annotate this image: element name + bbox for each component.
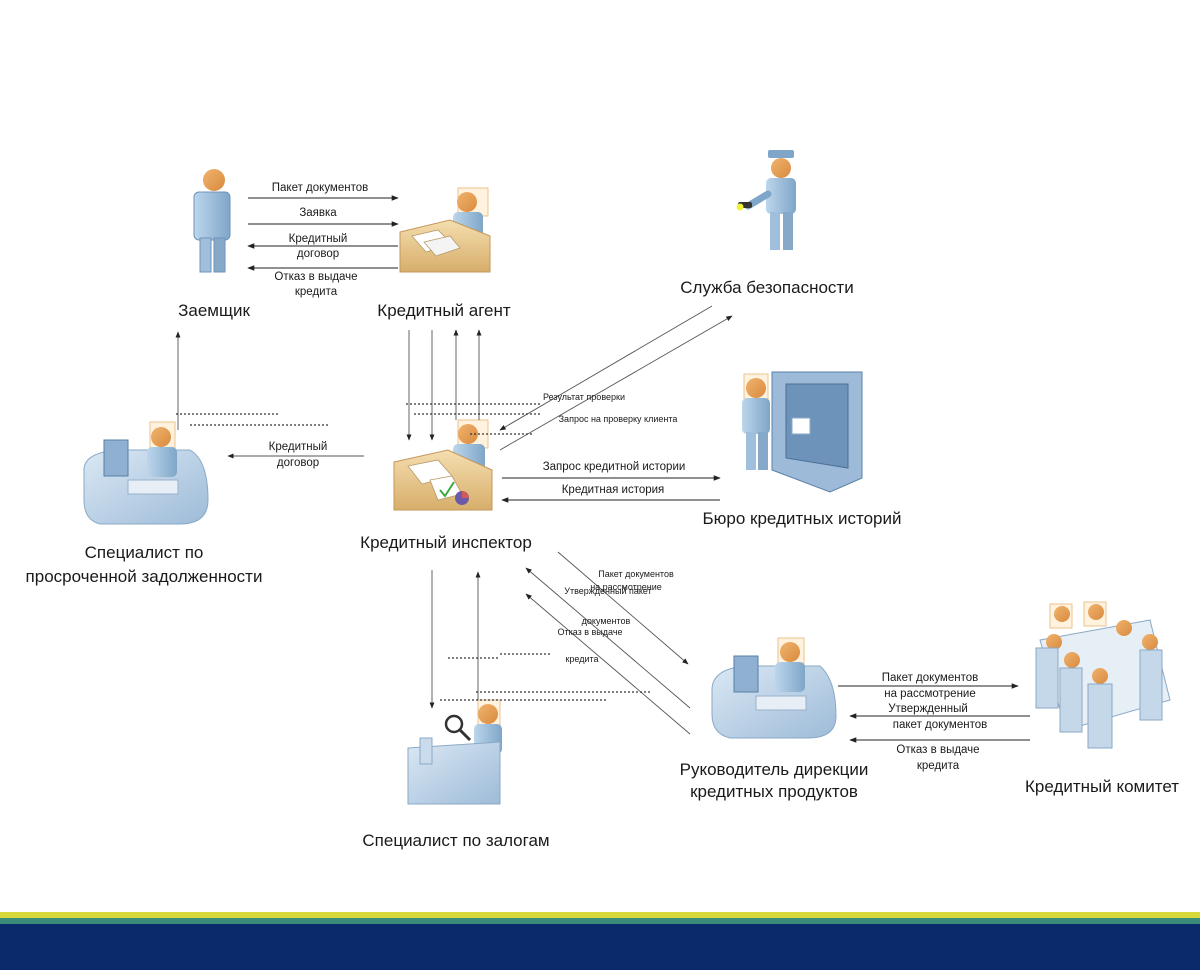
credit-bureau-label: Бюро кредитных историй bbox=[702, 509, 901, 528]
borrower-icon bbox=[193, 169, 231, 273]
msg-refusal-small-2: Отказ в выдаче bbox=[557, 627, 622, 637]
overdue-specialist-label-1: Специалист по bbox=[85, 543, 204, 562]
credit-committee-label: Кредитный комитет bbox=[1025, 777, 1179, 796]
msg-refusal-2: кредита bbox=[295, 286, 338, 298]
msg-approved-package-small: Утвержденный пакет bbox=[564, 586, 652, 596]
msg-refusal-small-1: документов bbox=[582, 616, 631, 626]
arrow-inspector-to-director bbox=[557, 551, 689, 665]
footer-stripe-yellow bbox=[0, 912, 1200, 918]
msg-refusal-1: Отказ в выдаче bbox=[274, 271, 357, 283]
credit-agent-label: Кредитный агент bbox=[377, 301, 511, 320]
director-label-2: кредитных продуктов bbox=[690, 782, 858, 801]
arrow-director-refusal bbox=[525, 593, 691, 735]
msg-committee-docs-2: на рассмотрение bbox=[884, 688, 976, 700]
credit-inspector-label: Кредитный инспектор bbox=[360, 533, 532, 552]
credit-agent-icon bbox=[399, 187, 491, 273]
security-service-label: Служба безопасности bbox=[680, 278, 853, 297]
msg-docs-review-small-2: на рассмотрение bbox=[590, 582, 662, 592]
overdue-specialist-label-2: просроченной задолженности bbox=[26, 567, 263, 586]
msg-committee-approved-2: пакет документов bbox=[893, 719, 987, 731]
msg-check-result: Результат проверки bbox=[543, 392, 625, 402]
collateral-specialist-icon bbox=[407, 699, 502, 805]
director-label-1: Руководитель дирекции bbox=[680, 760, 869, 779]
msg-docs-package: Пакет документов bbox=[272, 182, 368, 194]
msg-history-request: Запрос кредитной истории bbox=[543, 461, 686, 473]
footer-stripe-green bbox=[0, 918, 1200, 924]
arrow-to-security bbox=[499, 315, 733, 451]
msg-overdue-contract-1: Кредитный bbox=[269, 441, 328, 453]
msg-committee-docs-1: Пакет документов bbox=[882, 672, 978, 684]
msg-credit-history: Кредитная история bbox=[562, 484, 665, 496]
msg-docs-review-small-1: Пакет документов bbox=[598, 569, 674, 579]
msg-committee-refusal-1: Отказ в выдаче bbox=[896, 744, 979, 756]
msg-committee-approved-1: Утвержденный bbox=[888, 703, 968, 715]
msg-refusal-small-3: кредита bbox=[565, 654, 598, 664]
security-guard-icon bbox=[736, 150, 796, 250]
msg-overdue-contract-2: договор bbox=[277, 457, 319, 469]
msg-credit-contract-2: договор bbox=[297, 248, 339, 260]
borrower-label: Заемщик bbox=[178, 301, 250, 320]
credit-committee-icon bbox=[1035, 601, 1171, 749]
msg-client-check-request: Запрос на проверку клиента bbox=[559, 414, 678, 424]
arrow-from-security bbox=[499, 305, 713, 431]
msg-committee-refusal-2: кредита bbox=[917, 760, 960, 772]
msg-application: Заявка bbox=[299, 207, 337, 219]
credit-bureau-icon bbox=[742, 371, 863, 493]
collateral-specialist-label: Специалист по залогам bbox=[362, 831, 549, 850]
director-icon bbox=[711, 637, 837, 739]
footer-band bbox=[0, 924, 1200, 970]
msg-credit-contract-1: Кредитный bbox=[289, 233, 348, 245]
overdue-specialist-icon bbox=[83, 421, 209, 525]
arrow-director-approved bbox=[525, 567, 691, 709]
credit-inspector-icon bbox=[393, 419, 493, 511]
